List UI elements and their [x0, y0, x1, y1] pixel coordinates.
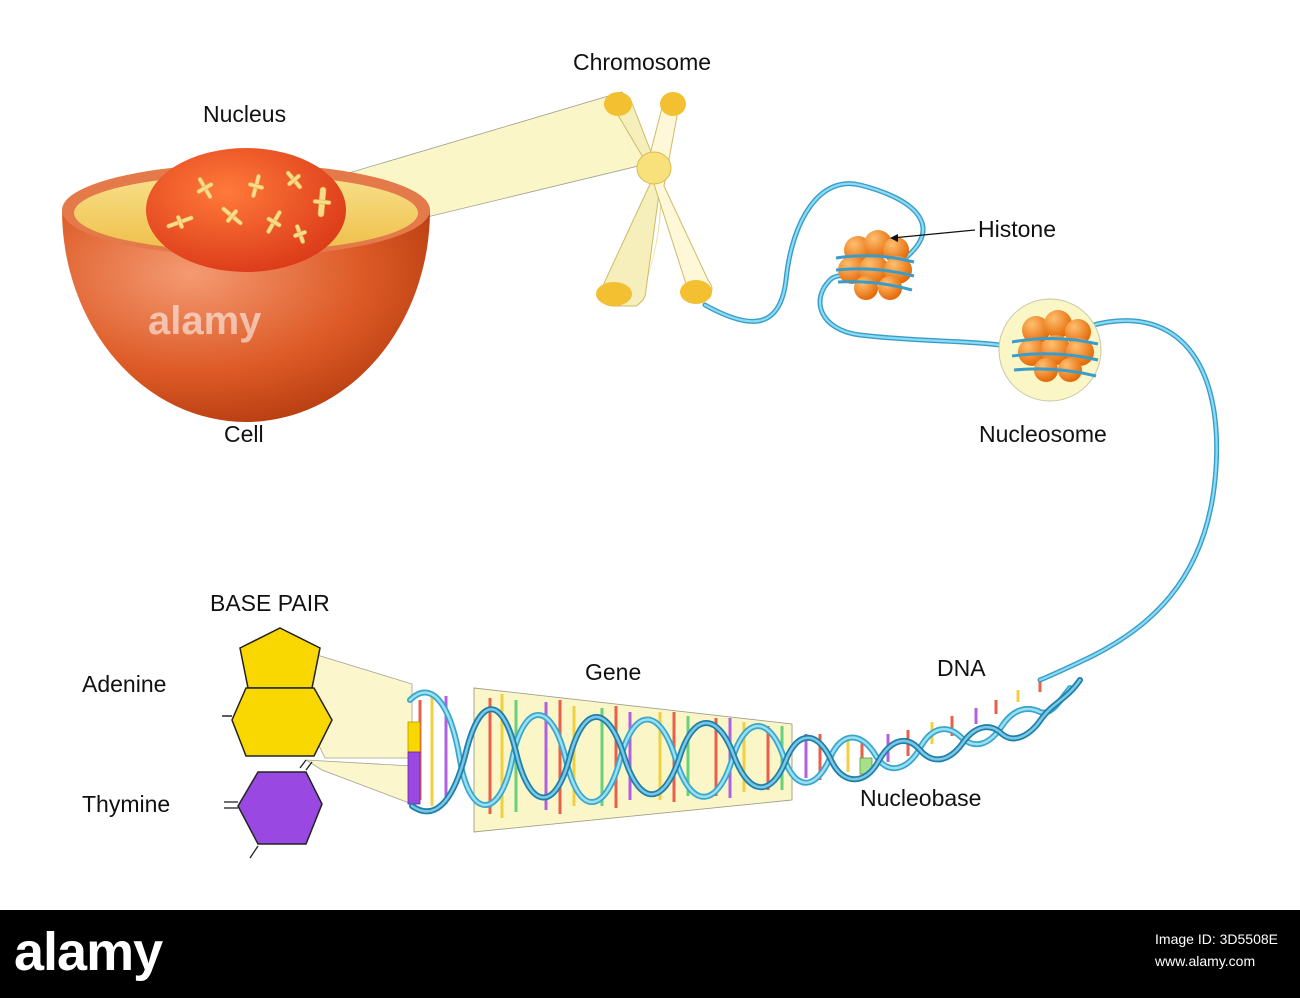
centromere	[636, 151, 672, 185]
label-thymine: Thymine	[82, 791, 170, 817]
nucleus-sphere	[146, 148, 346, 272]
dna-fiber	[702, 181, 1220, 683]
adenine-pentagon	[239, 627, 321, 689]
label-chromosome: Chromosome	[573, 49, 711, 75]
base-pair-illustration	[222, 627, 333, 859]
footer-image-info: Image ID: 3D5508E www.alamy.com	[1155, 928, 1278, 972]
thymine-hexagon	[237, 771, 323, 845]
cell-bowl	[62, 210, 430, 422]
chromosome-illustration	[596, 92, 713, 307]
watermark-text: alamy	[148, 299, 262, 343]
histone-pointer	[891, 229, 976, 239]
label-adenine: Adenine	[82, 671, 166, 697]
label-dna: DNA	[937, 655, 986, 681]
site-url[interactable]: www.alamy.com	[1155, 953, 1256, 969]
footer-logo[interactable]: alamy	[14, 922, 163, 982]
cell-illustration: alamy	[62, 148, 430, 422]
label-nucleus: Nucleus	[203, 101, 286, 127]
dna-double-helix	[407, 677, 1083, 833]
nucleus-chromosomes	[166, 170, 332, 244]
label-histone: Histone	[978, 216, 1056, 242]
histone-illustration	[835, 229, 976, 300]
label-gene: Gene	[585, 659, 641, 685]
dna-structure-diagram: alamy	[62, 49, 1220, 859]
label-nucleosome: Nucleosome	[979, 421, 1107, 447]
label-cell: Cell	[224, 421, 264, 447]
stock-footer-bar: alamy Image ID: 3D5508E www.alamy.com	[0, 910, 1300, 998]
label-nucleobase: Nucleobase	[860, 785, 981, 811]
nucleosome-illustration	[998, 298, 1102, 402]
image-id: Image ID: 3D5508E	[1155, 931, 1278, 947]
label-base-pair: BASE PAIR	[210, 590, 330, 616]
base-pair-callout-lower	[305, 759, 413, 805]
adenine-hexagon	[231, 687, 333, 757]
